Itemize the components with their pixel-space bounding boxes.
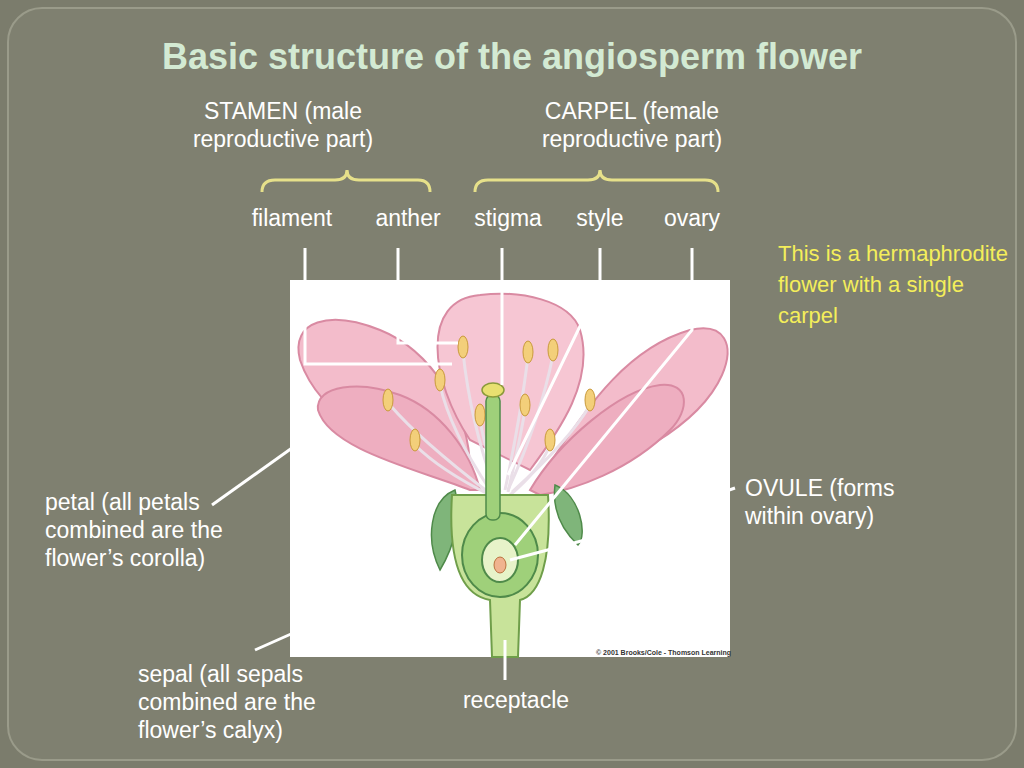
slide-frame	[8, 8, 1016, 760]
leader-lines	[212, 248, 735, 680]
slide-title: Basic structure of the angiosperm flower	[12, 36, 1012, 78]
receptacle	[451, 495, 549, 657]
note: This is a hermaphrodite flower with a si…	[778, 238, 1018, 331]
part-label: petal (all petals combined are the flowe…	[45, 488, 290, 572]
petal	[530, 385, 684, 495]
group-label: STAMEN (male reproductive part)	[148, 97, 418, 153]
part-label: style	[555, 204, 645, 232]
part-label: anther	[348, 204, 468, 232]
part-label: ovary	[647, 204, 737, 232]
part-label: filament	[232, 204, 352, 232]
group-label: CARPEL (female reproductive part)	[487, 97, 777, 153]
stigma	[482, 383, 504, 397]
ovule	[494, 557, 506, 573]
carpel-bracket	[475, 170, 718, 192]
part-label: receptacle	[446, 686, 586, 714]
copyright: © 2001 Brooks/Cole - Thomson Learning	[596, 648, 730, 657]
part-label: sepal (all sepals combined are the flowe…	[138, 660, 383, 744]
style	[486, 395, 500, 520]
part-label: stigma	[463, 204, 553, 232]
stamen-bracket	[262, 170, 430, 192]
part-label: OVULE (forms within ovary)	[745, 474, 945, 530]
